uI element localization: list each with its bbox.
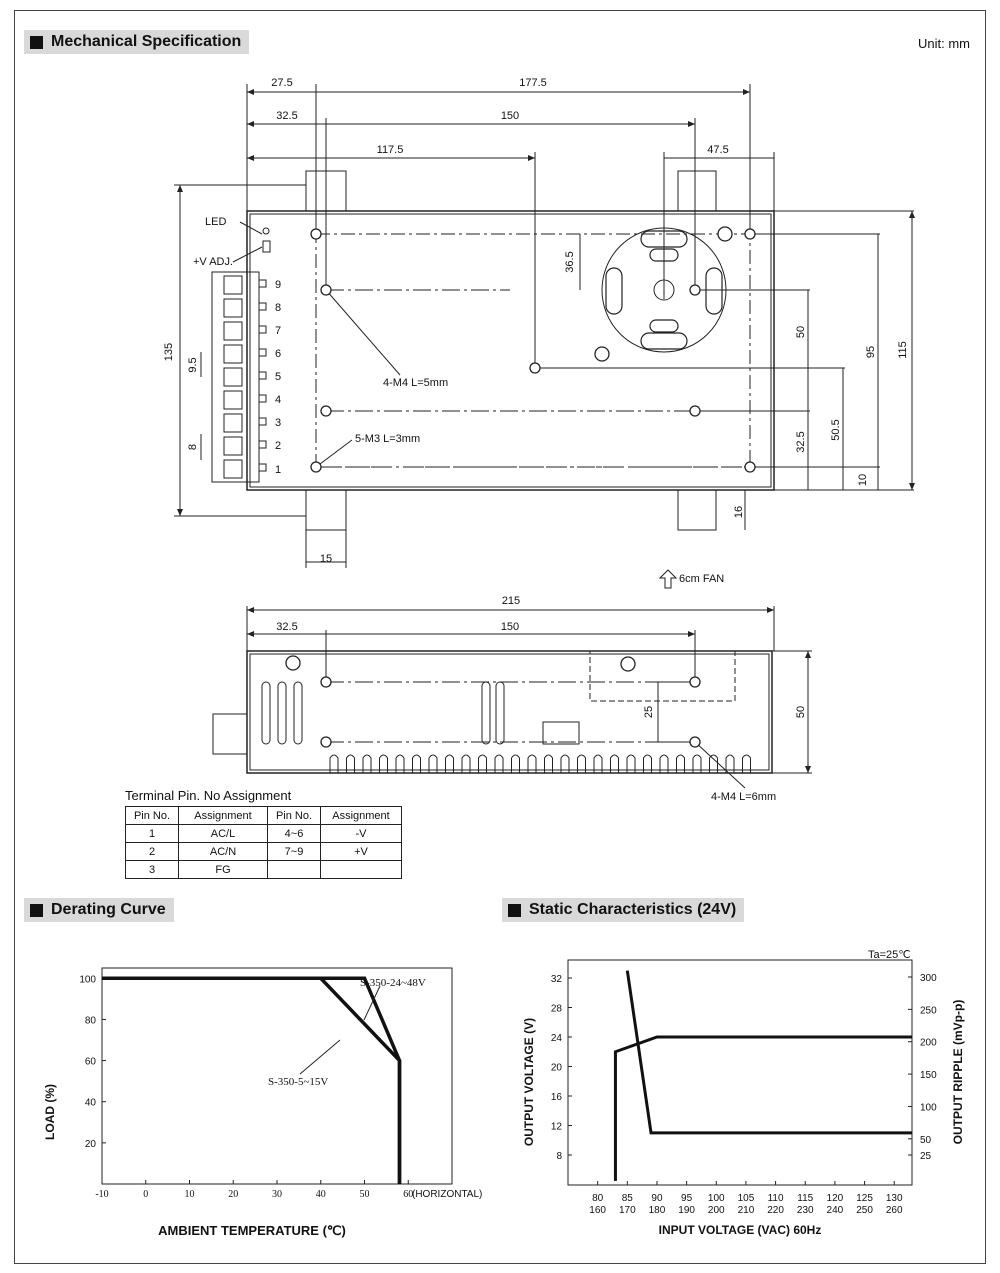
table-cell: AC/N: [178, 842, 268, 861]
table-row: 3 FG: [125, 860, 402, 879]
svg-text:1: 1: [275, 464, 281, 476]
svg-text:177.5: 177.5: [519, 77, 547, 89]
side-fin: [593, 754, 603, 773]
pin-assignment-table: Pin No. Assignment Pin No. Assignment 1 …: [125, 806, 402, 879]
side-fin: [329, 754, 339, 773]
svg-text:50: 50: [795, 326, 807, 338]
svg-text:117.5: 117.5: [377, 144, 404, 156]
fan-arrow-icon: [658, 569, 678, 589]
side-fin: [445, 754, 454, 773]
table-header: Pin No.: [267, 806, 321, 825]
svg-text:8: 8: [187, 444, 199, 450]
svg-text:32.5: 32.5: [276, 110, 297, 122]
square-bullet-icon: [508, 903, 521, 917]
table-header: Assignment: [178, 806, 268, 825]
svg-text:5: 5: [275, 371, 281, 383]
svg-text:6: 6: [275, 348, 281, 360]
static-characteristics-title: Static Characteristics (24V): [502, 898, 745, 922]
side-fin: [511, 754, 520, 773]
side-fin: [643, 754, 652, 773]
svg-text:3: 3: [275, 417, 281, 429]
side-fin: [362, 754, 372, 773]
document-frame: [14, 10, 986, 1264]
side-fin: [709, 754, 718, 773]
svg-text:LED: LED: [205, 216, 226, 228]
side-fin: [395, 754, 405, 773]
square-bullet-icon: [30, 903, 43, 917]
table-header: Pin No.: [125, 806, 179, 825]
table-cell: 3: [125, 860, 179, 879]
side-fin: [659, 754, 669, 773]
square-bullet-icon: [30, 35, 43, 49]
svg-text:+V ADJ.: +V ADJ.: [193, 256, 233, 268]
pin-table-title: Terminal Pin. No Assignment: [125, 788, 292, 803]
svg-text:32.5: 32.5: [276, 621, 297, 633]
svg-text:4-M4 L=5mm: 4-M4 L=5mm: [383, 377, 448, 389]
svg-text:15: 15: [320, 553, 332, 565]
svg-text:32.5: 32.5: [795, 431, 807, 452]
svg-text:115: 115: [897, 341, 909, 359]
side-fin: [412, 754, 421, 773]
side-fin: [478, 754, 487, 773]
mechanical-spec-title: Mechanical Specification: [24, 30, 250, 54]
table-cell: [320, 860, 402, 879]
table-row: 2 AC/N 7~9 +V: [125, 842, 402, 861]
svg-text:50: 50: [795, 706, 807, 718]
svg-text:2: 2: [275, 440, 281, 452]
table-cell: 1: [125, 824, 179, 843]
table-cell: -V: [320, 824, 402, 843]
side-fin: [527, 754, 537, 773]
side-fin: [742, 754, 751, 773]
side-fin: [544, 754, 553, 773]
side-fin: [577, 754, 586, 773]
table-cell: FG: [178, 860, 268, 879]
side-fin: [494, 754, 504, 773]
svg-text:16: 16: [733, 506, 745, 518]
svg-text:9: 9: [275, 279, 281, 291]
svg-text:150: 150: [501, 110, 519, 122]
unit-label: Unit: mm: [918, 36, 970, 51]
table-cell: 7~9: [267, 842, 321, 861]
svg-text:10: 10: [857, 474, 869, 486]
table-cell: +V: [320, 842, 402, 861]
svg-text:5-M3 L=3mm: 5-M3 L=3mm: [355, 433, 420, 445]
table-cell: [267, 860, 321, 879]
side-fin: [346, 754, 355, 773]
side-fin: [610, 754, 619, 773]
table-cell: 4~6: [267, 824, 321, 843]
mechanical-drawing: 27.5 177.5 32.5 150 117.5 47.5 36.5 135 …: [163, 77, 915, 800]
table-cell: AC/L: [178, 824, 268, 843]
svg-text:95: 95: [865, 346, 877, 358]
svg-text:135: 135: [163, 343, 175, 361]
side-fin: [626, 754, 636, 773]
svg-text:6cm FAN: 6cm FAN: [679, 573, 724, 585]
svg-text:47.5: 47.5: [707, 144, 728, 156]
table-header: Assignment: [320, 806, 402, 825]
svg-text:4-M4 L=6mm: 4-M4 L=6mm: [711, 791, 776, 800]
table-row: 1 AC/L 4~6 -V: [125, 824, 402, 843]
svg-text:25: 25: [643, 706, 655, 718]
svg-text:8: 8: [275, 302, 281, 314]
svg-text:150: 150: [501, 621, 519, 633]
svg-text:50.5: 50.5: [830, 419, 842, 440]
side-fin: [428, 754, 438, 773]
table-header-row: Pin No. Assignment Pin No. Assignment: [125, 806, 402, 825]
svg-text:9.5: 9.5: [187, 357, 199, 372]
svg-text:4: 4: [275, 394, 281, 406]
svg-text:7: 7: [275, 325, 281, 337]
side-fin: [379, 754, 388, 773]
svg-text:36.5: 36.5: [564, 251, 576, 272]
side-fin: [725, 754, 735, 773]
side-fin: [676, 754, 685, 773]
side-fin: [461, 754, 471, 773]
svg-text:215: 215: [502, 595, 520, 607]
svg-text:27.5: 27.5: [271, 77, 292, 89]
table-cell: 2: [125, 842, 179, 861]
side-fin: [692, 754, 702, 773]
derating-curve-title: Derating Curve: [24, 898, 174, 922]
side-fin: [560, 754, 570, 773]
